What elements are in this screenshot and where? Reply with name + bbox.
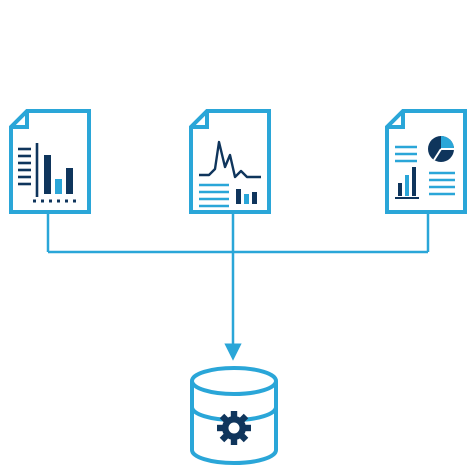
bar-chart-report-icon (9, 109, 91, 214)
gear-icon (217, 411, 251, 445)
pie-chart-report-icon (385, 109, 467, 214)
database-gear-icon (190, 366, 278, 465)
line-chart-report-icon (189, 109, 271, 214)
connector-lines (46, 214, 430, 361)
